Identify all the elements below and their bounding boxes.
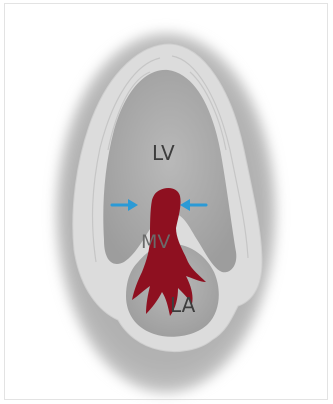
label-la: LA [170,293,196,317]
label-mv: MV [141,231,170,253]
label-lv: LV [152,141,175,165]
